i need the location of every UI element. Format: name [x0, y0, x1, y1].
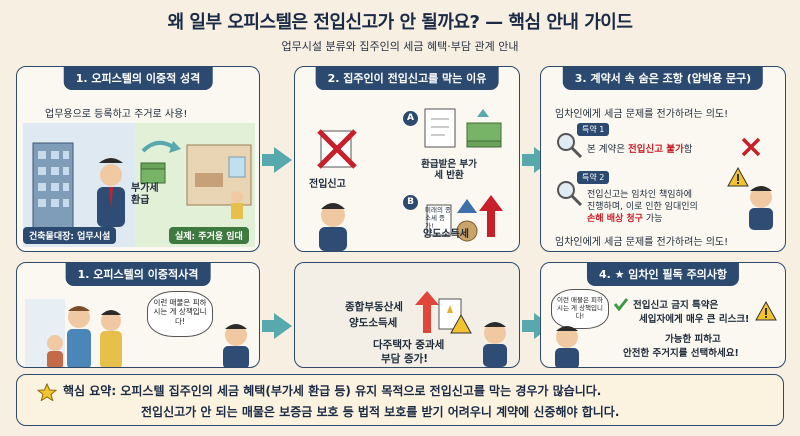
worried-man-illustration [749, 186, 773, 230]
adviser-illustration [223, 324, 249, 367]
magnifier-icon [557, 133, 583, 159]
clause-intro: 임차인에게 세금 문제를 전가하려는 의도! [555, 109, 729, 120]
summary-line1: 핵심 요약: 오피스텔 집주인의 세금 혜택(부가세 환급 등) 유지 목적으로… [63, 382, 601, 399]
panel-block-reason-title: 2. 집주인이 전입신고를 막는 이유 [315, 67, 499, 90]
flow-arrow-2-stem [522, 154, 534, 166]
flow-arrow-3-stem [262, 320, 274, 332]
advice-bubble: 이런 매물은 피하시는 게 상책입니다! [147, 291, 213, 337]
summary-text1: 오피스텔 집주인의 세금 혜택(부가세 환급 등) 유지 목적으로 전입신고를 … [120, 384, 602, 398]
clause2-line3: 손해 배상 청구 가능 [587, 211, 662, 224]
panel-tax-burden: 종합부동산세 양도소득세 다주택자 중과세 부담 증가! [294, 262, 520, 368]
panel-tenant-warning: 4. ★ 임차인 필독 주의사항 이런 매물은 피하시는 게 상책입니다! 전입… [540, 262, 786, 368]
advisor-man-illustration [555, 326, 579, 367]
tax-up-arrow-icon [415, 291, 472, 334]
flow-arrow-4-stem [522, 320, 534, 332]
checkmark-icon [613, 298, 629, 311]
flow-arrow-1-stem [262, 154, 274, 166]
office-building-illustration [23, 123, 255, 247]
panel-tenant-warning-title: 4. ★ 임차인 필독 주의사항 [586, 263, 740, 286]
burden-increase-label: 부담 증가! [381, 353, 429, 365]
clause1-suffix: 함 [683, 144, 693, 155]
pointing-man-illustration [319, 203, 347, 251]
panel-dual-nature: 1. 오피스텔의 이중적 성격 업무용으로 등록하고 주거로 사용! 부가세 환… [16, 66, 260, 252]
summary-box: 핵심 요약: 오피스텔 집주인의 세금 혜택(부가세 환급 등) 유지 목적으로… [16, 374, 784, 426]
clause2-tag: 특약 2 [577, 171, 610, 184]
summary-label: 핵심 요약: [63, 384, 117, 398]
flow-arrow-1 [274, 147, 292, 173]
warning-triangle-icon [755, 301, 777, 321]
clause1-prefix: 본 계약은 [587, 144, 628, 155]
clause2-suffix: 가능 [642, 214, 663, 224]
refund-label: 환급받은 부가세 반환 [421, 159, 477, 182]
summary-text2: 전입신고가 안 되는 매물은 보증금 보호 등 법적 보호를 받기 어려우니 계… [141, 405, 620, 419]
panel-dual-qualification: 1. 오피스텔의 이중적사격 이런 매물은 피하시는 게 상책입니다! [16, 262, 260, 368]
tenant-advice-bubble: 이런 매물은 피하시는 게 상책입니다! [551, 289, 609, 329]
advice-line1: 가능한 피하고 [665, 334, 721, 345]
surprised-man-illustration [483, 322, 507, 367]
vat-refund-label: 부가세 환급 [131, 183, 159, 206]
refund-document-icon [424, 108, 502, 148]
tax-increase-chart-icon [426, 195, 503, 242]
flow-arrow-3 [274, 313, 292, 339]
warning-icon [727, 167, 749, 187]
panel-dual-qualification-title: 1. 오피스텔의 이중적사격 [65, 263, 211, 286]
warning-line2: 세입자에게 매우 큰 리스크! [639, 314, 750, 325]
move-in-label: 전입신고 [309, 179, 346, 190]
panel-block-reason: 2. 집주인이 전입신고를 막는 이유 전입신고 A 환급받은 부가세 반환 B… [294, 66, 520, 252]
clause2-line1: 전입신고는 임차인 책임하에 [587, 190, 693, 200]
clause-outro: 임차인에게 세금 문제를 전가하려는 의도! [555, 237, 729, 248]
future-tax-note: 미래의 종소세 증가! [425, 206, 451, 230]
clause1-highlight: 전입신고 불가 [628, 144, 684, 155]
family-illustration [25, 299, 122, 367]
actual-use-tag: 실제: 주거용 임대 [169, 227, 249, 244]
page-subtitle: 업무시설 분류와 집주인의 세금 혜택·부담 관계 안내 [281, 40, 519, 53]
dual-nature-intro: 업무용으로 등록하고 주거로 사용! [45, 109, 188, 120]
panel-dual-nature-title: 1. 오피스텔의 이중적 성격 [63, 67, 213, 90]
option-b-badge: B [403, 195, 418, 210]
multi-home-surcharge-label: 다주택자 중과세 [373, 339, 445, 351]
advice-line2: 안전한 주거지를 선택하세요! [623, 348, 739, 359]
magnifier-icon-2 [557, 181, 583, 207]
page-title: 왜 일부 오피스텔은 전입신고가 안 될까요? — 핵심 안내 가이드 [167, 12, 633, 33]
cross-icon [741, 137, 761, 157]
panel-hidden-clause-title: 3. 계약서 속 숨은 조항 (압박용 문구) [562, 67, 764, 90]
clause1-tag: 특약 1 [577, 123, 610, 136]
registry-tag: 건축물대장: 업무시설 [23, 227, 117, 244]
option-a-badge: A [403, 111, 418, 126]
panel-hidden-clause: 3. 계약서 속 숨은 조항 (압박용 문구) 임차인에게 세금 문제를 전가하… [540, 66, 786, 252]
warning-line1: 전입신고 금지 특약은 [633, 300, 719, 311]
clause2-highlight: 손해 배상 청구 [587, 214, 643, 224]
clause2-line2: 진행하며, 이로 인한 임대인의 [587, 202, 698, 212]
comprehensive-tax-label: 종합부동산세 [345, 301, 403, 313]
transfer-tax-label-2: 양도소득세 [349, 317, 398, 329]
star-icon [37, 383, 57, 401]
blocked-document-icon [317, 129, 357, 169]
transfer-tax-label: 양도소득세 [423, 229, 469, 240]
clause1-text: 본 계약은 전입신고 불가함 [587, 141, 693, 155]
